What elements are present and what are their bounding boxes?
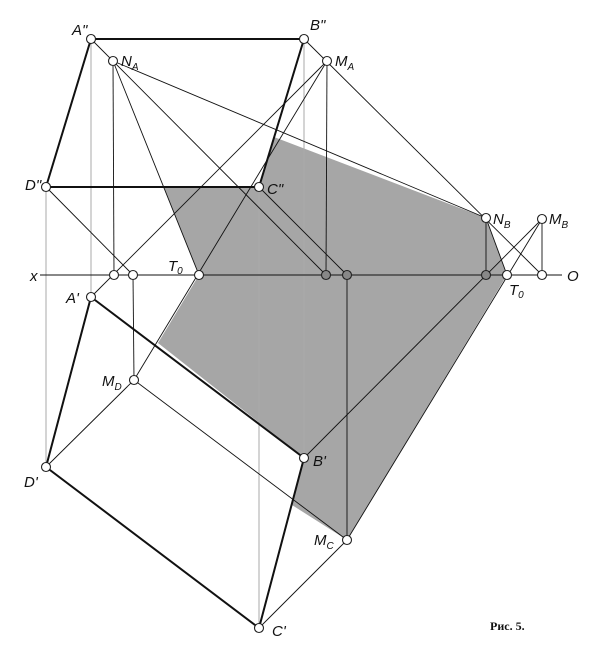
label-A2: A" [71,22,88,39]
label-B1: B' [313,453,327,470]
label-T0-right: T0 [509,282,524,301]
label-x: x [29,268,38,285]
label-D2: D" [25,177,42,194]
label-C2: C" [267,181,284,198]
points [40,33,548,634]
shaded-plane-region [158,137,507,540]
construction-lines [40,38,562,629]
figure-caption: Рис. 5. [490,619,525,633]
label-MD: MD [102,373,122,393]
label-A1: A' [65,290,80,307]
label-NA: NA [121,53,139,73]
label-MB: MB [549,211,569,231]
labels: A" B" C" D" A' B' C' D' NA MA NB MB MD M… [24,17,579,640]
label-NB: NB [493,211,511,231]
frontal-projection [44,38,306,188]
projection-lines [45,39,305,628]
label-T0-left: T0 [168,258,183,277]
label-O: O [567,268,579,285]
label-D1: D' [24,474,39,491]
label-B2: B" [310,17,326,34]
label-C1: C' [272,623,287,640]
label-MC: MC [314,532,335,552]
label-MA: MA [335,53,355,73]
